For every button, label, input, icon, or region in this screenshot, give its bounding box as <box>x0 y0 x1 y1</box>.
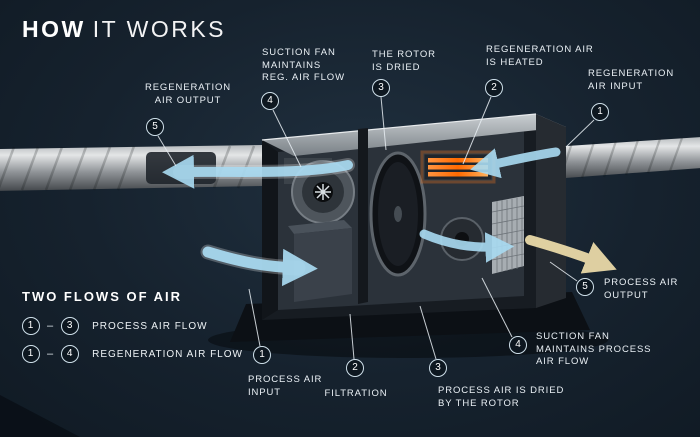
legend-circle-to: 3 <box>61 317 80 335</box>
legend-row-process-air-flow: 1 – 3 PROCESS AIR FLOW <box>22 317 243 335</box>
step-circle-3-process-dried: 3 <box>429 359 447 377</box>
title-bold: HOW <box>22 16 86 42</box>
legend-circle-from: 1 <box>22 317 40 335</box>
process-mid-arrow <box>419 229 515 263</box>
step-circle-2-filtration: 2 <box>346 359 364 377</box>
process-input-arrow <box>202 246 318 287</box>
step-circle-2-heated: 2 <box>485 79 503 97</box>
rotor <box>369 151 427 277</box>
legend-range-dash: – <box>47 348 55 360</box>
top-edge-highlight <box>261 113 537 141</box>
legend: TWO FLOWS OF AIR 1 – 3 PROCESS AIR FLOW … <box>22 289 243 373</box>
step-circle-5-regen-output: 5 <box>146 118 164 136</box>
legend-label-process: PROCESS AIR FLOW <box>92 320 208 332</box>
step-circle-4-process-fan: 4 <box>509 336 527 354</box>
step-circle-5-process-output: 5 <box>576 278 594 296</box>
legend-circle-to: 4 <box>61 345 80 363</box>
callout-suction-fan-process: SUCTION FAN MAINTAINS PROCESS AIR FLOW <box>536 331 652 367</box>
leader-lines <box>157 96 595 360</box>
step-circle-4-regen-fan: 4 <box>261 92 279 110</box>
step-circle-1-process-input: 1 <box>253 346 271 364</box>
legend-heading: TWO FLOWS OF AIR <box>22 289 183 304</box>
divider-wall <box>358 128 368 304</box>
regeneration-input-arrow <box>470 147 561 179</box>
callout-process-dried: PROCESS AIR IS DRIED BY THE ROTOR <box>438 385 565 409</box>
legend-range-dash: – <box>47 320 55 332</box>
process-output-arrow <box>525 235 617 274</box>
legend-label-regeneration: REGENERATION AIR FLOW <box>92 348 243 360</box>
regeneration-air-flow-arrows <box>162 147 561 189</box>
callout-filtration: FILTRATION <box>324 388 388 399</box>
legend-row-regeneration-air-flow: 1 – 4 REGENERATION AIR FLOW <box>22 345 243 363</box>
legend-circle-from: 1 <box>22 345 40 363</box>
title-light: IT WORKS <box>92 16 227 42</box>
step-circle-1-regen-input: 1 <box>591 103 609 121</box>
machine-top-face <box>262 114 566 156</box>
process-air-flow-arrows <box>200 229 617 287</box>
callout-regeneration-heated: REGENERATION AIR IS HEATED <box>486 44 594 68</box>
machine-left-edge <box>262 140 278 320</box>
callout-suction-fan-reg: SUCTION FAN MAINTAINS REG. AIR FLOW <box>262 47 345 83</box>
callout-process-output: PROCESS AIR OUTPUT <box>604 277 679 301</box>
callout-process-input: PROCESS AIR INPUT <box>248 374 323 398</box>
corner-accent <box>0 395 80 437</box>
suction-fan-regeneration <box>284 158 355 224</box>
regeneration-output-arrow <box>162 154 353 189</box>
callout-rotor-dried: THE ROTOR IS DRIED <box>372 49 436 73</box>
callout-regeneration-input: REGENERATION AIR INPUT <box>588 68 675 92</box>
callout-regeneration-air-output: REGENERATION AIR OUTPUT <box>144 82 232 106</box>
step-circle-3-rotor-dried: 3 <box>372 79 390 97</box>
machine-right-face <box>536 114 566 308</box>
fan-blades-icon <box>315 184 331 200</box>
